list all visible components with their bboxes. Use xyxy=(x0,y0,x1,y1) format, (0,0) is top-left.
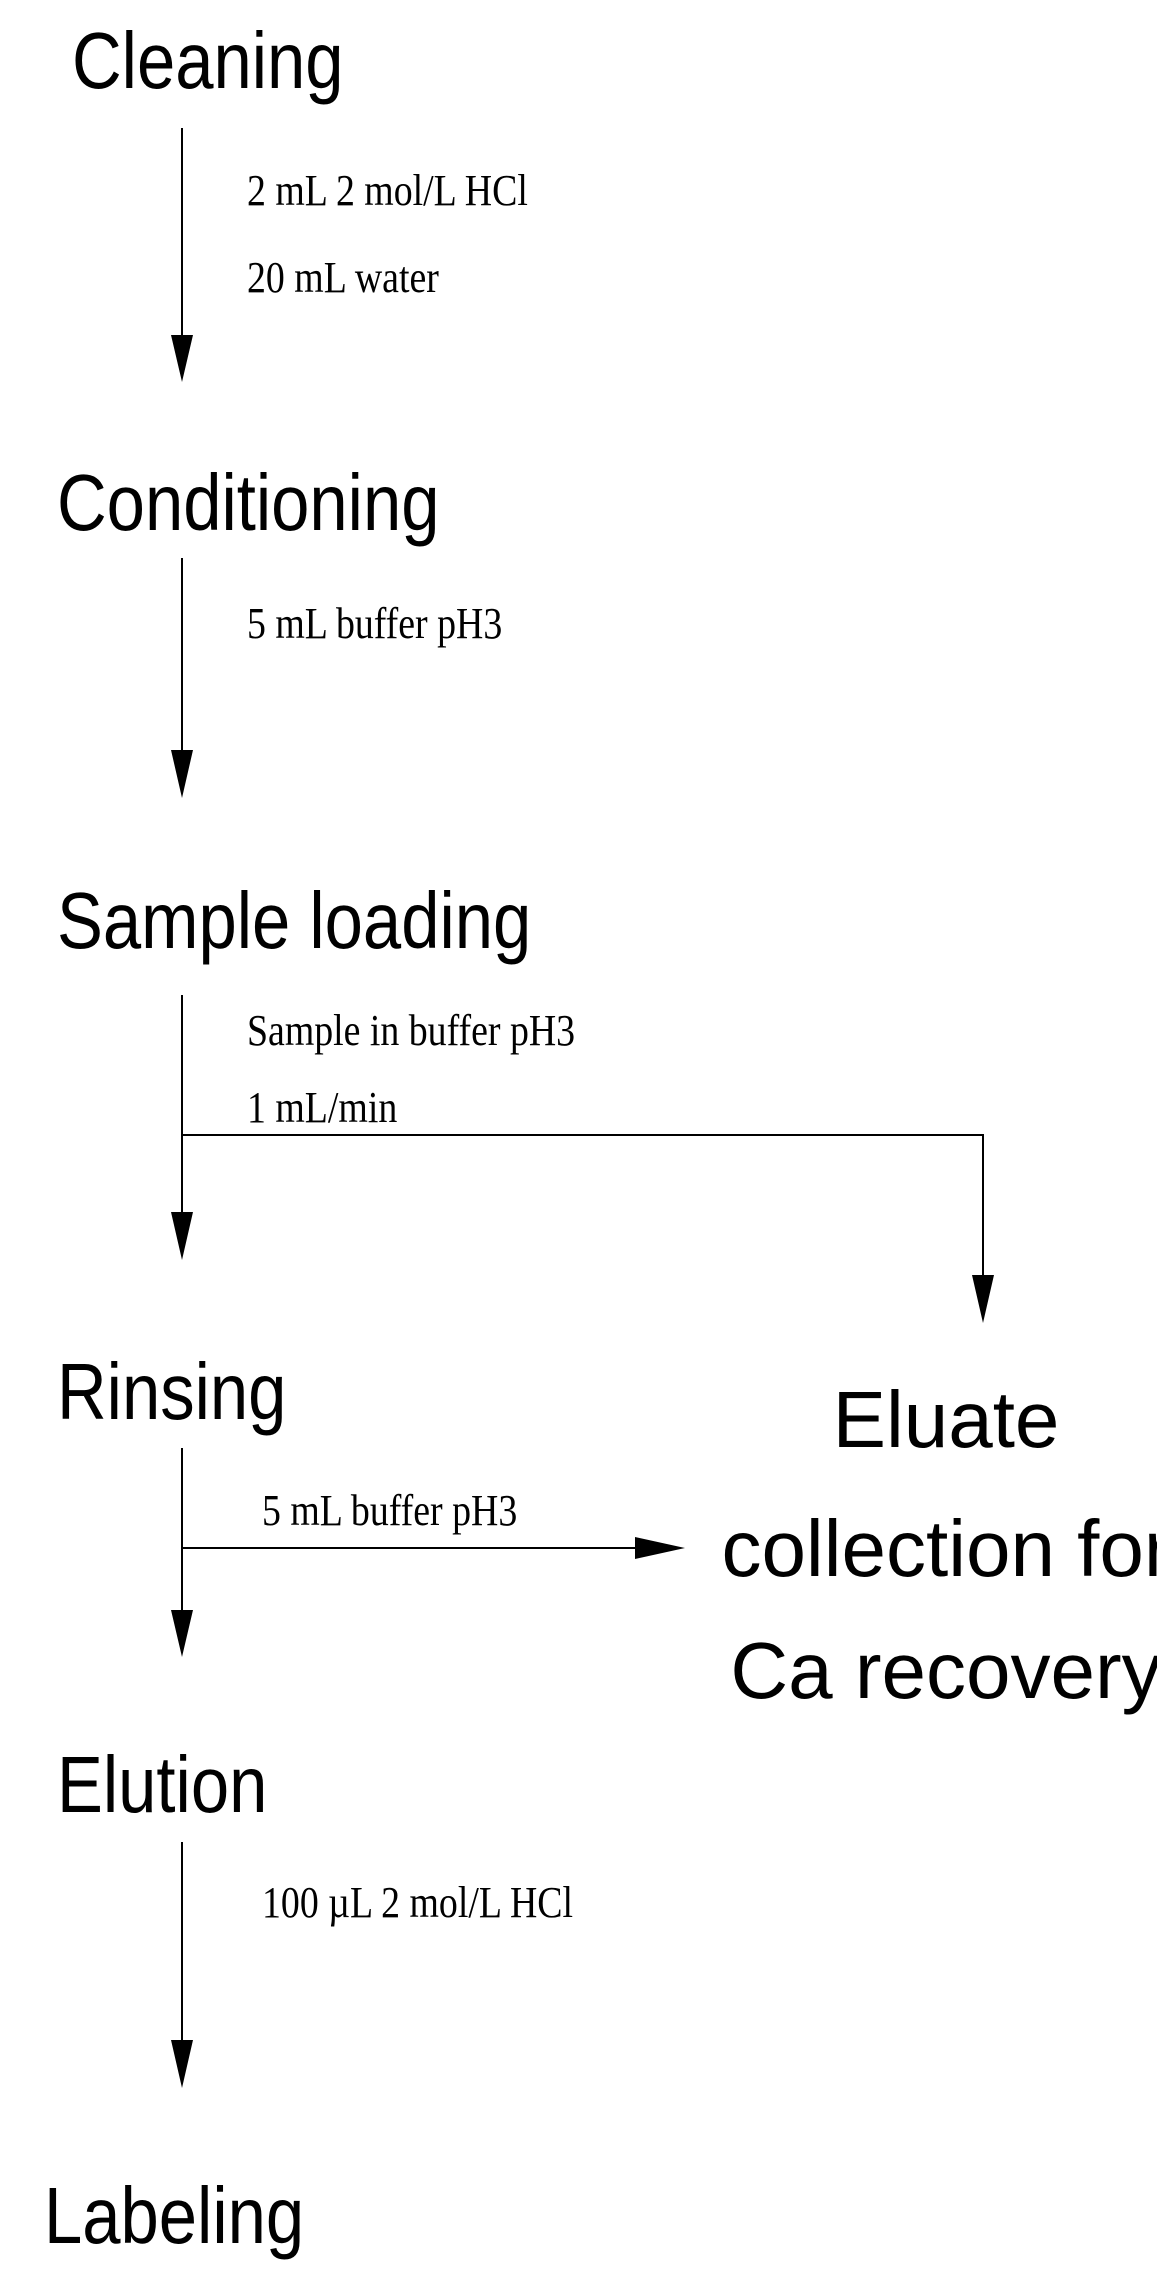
arrow-rinsing-to-collection xyxy=(182,1537,685,1559)
arrow-rinsing-to-elution xyxy=(171,1448,193,1657)
step-rinsing: Rinsing xyxy=(57,1346,286,1436)
arrow-sample-loading-to-collection xyxy=(182,1134,994,1323)
reagent-sample: Sample in buffer pH3 xyxy=(247,1005,575,1054)
arrow-sample-loading-to-rinsing xyxy=(171,995,193,1260)
arrow-conditioning-to-sample-loading xyxy=(171,558,193,798)
step-conditioning: Conditioning xyxy=(57,457,439,547)
collection-line-2: collection for xyxy=(721,1504,1157,1593)
step-labeling: Labeling xyxy=(44,2170,304,2260)
step-sample-loading: Sample loading xyxy=(57,875,531,965)
reagent-flow-rate: 1 mL/min xyxy=(247,1082,397,1131)
step-cleaning: Cleaning xyxy=(72,15,344,105)
reagent-rinsing: 5 mL buffer pH3 xyxy=(262,1485,517,1534)
reagent-cleaning-hcl: 2 mL 2 mol/L HCl xyxy=(247,165,528,214)
collection-line-1: Eluate xyxy=(833,1375,1060,1464)
arrow-cleaning-to-conditioning xyxy=(171,128,193,382)
reagent-cleaning-water: 20 mL water xyxy=(247,252,439,301)
reagent-conditioning: 5 mL buffer pH3 xyxy=(247,598,502,647)
collection-line-3: Ca recovery xyxy=(730,1626,1157,1715)
step-elution: Elution xyxy=(57,1739,267,1829)
arrow-elution-to-labeling xyxy=(171,1842,193,2088)
reagent-elution: 100 µL 2 mol/L HCl xyxy=(262,1877,573,1926)
